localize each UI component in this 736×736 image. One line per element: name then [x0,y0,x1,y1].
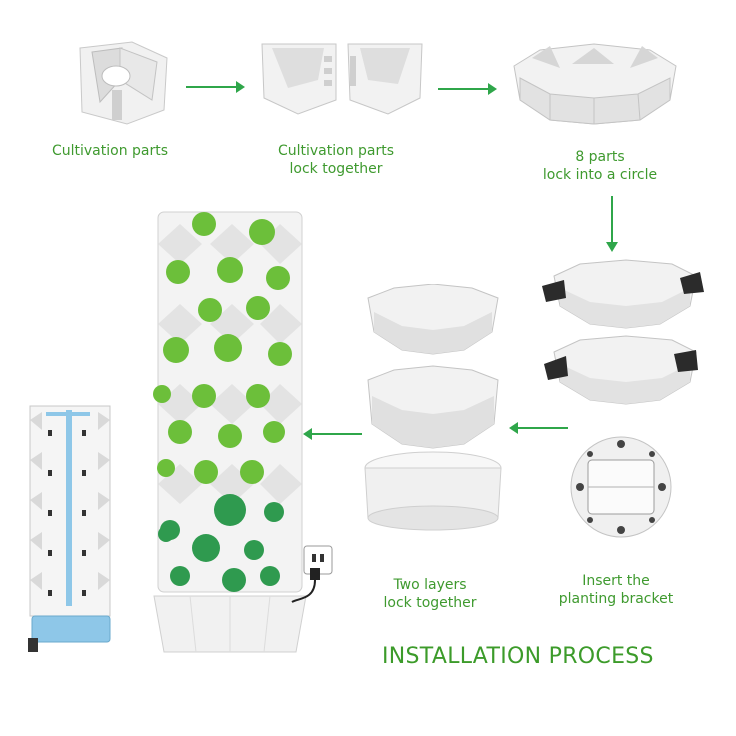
arrow-right-icon [436,82,498,96]
step4-caption: Insert the planting bracket [558,573,674,607]
tower-cutaway-image [20,400,120,658]
step2-caption: Cultivation parts lock together [277,143,395,177]
cultivation-part-image [72,40,172,130]
cultivation-parts-pair-image [258,40,428,120]
rings-with-net-pots-image [540,258,710,408]
diagram-title: INSTALLATION PROCESS [382,644,654,669]
step5-caption: Two layers lock together [383,577,477,611]
step1-caption: Cultivation parts [51,143,169,159]
two-layers-image [358,284,508,534]
arrow-right-icon [184,80,246,94]
arrow-left-icon [508,421,570,435]
eight-parts-ring-image [510,38,680,128]
arrow-left-icon [302,427,364,441]
power-plug-icon [288,540,348,610]
planting-bracket-image [566,432,676,542]
arrow-down-icon [605,194,619,254]
grow-tower-image [150,204,310,660]
step3-caption: 8 parts lock into a circle [542,149,658,183]
